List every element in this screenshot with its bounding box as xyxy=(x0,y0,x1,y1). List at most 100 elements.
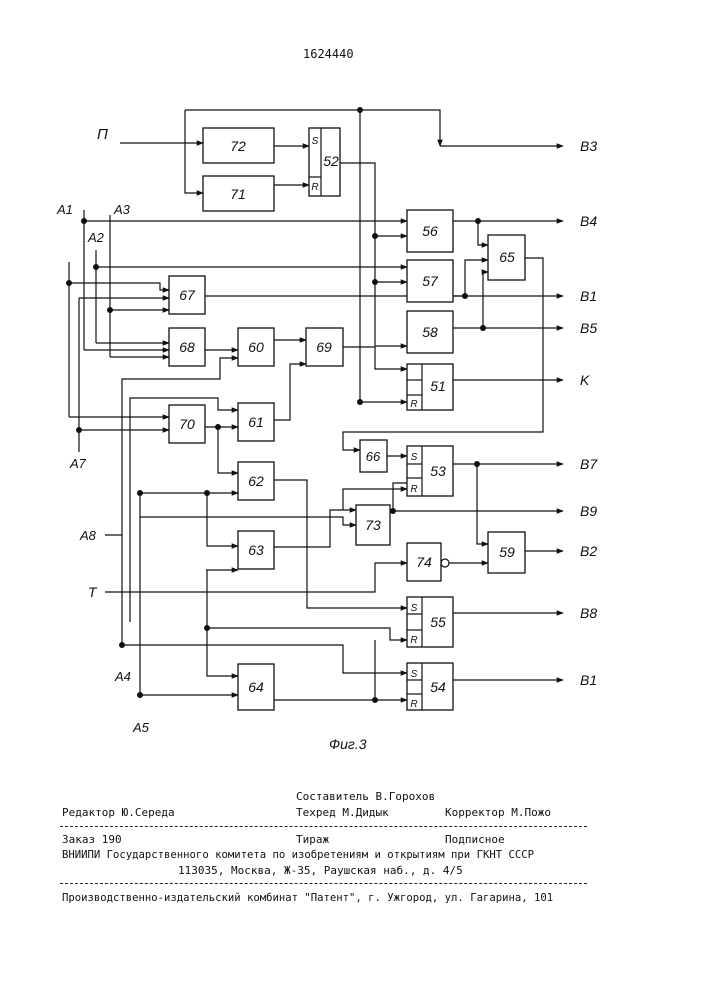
reset-mark: R xyxy=(410,699,417,710)
output-label-b1-bottom: B1 xyxy=(580,672,597,688)
composer-line: Составитель В.Горохов xyxy=(296,790,435,803)
input-label-t: T xyxy=(88,584,98,600)
junction-dot xyxy=(357,107,363,113)
block-71-label: 71 xyxy=(230,186,246,202)
block-57-label: 57 xyxy=(422,273,439,289)
block-55-label: 55 xyxy=(430,614,446,630)
order-line: Заказ 190 xyxy=(62,833,122,846)
techred-line: Техред М.Дидык xyxy=(296,806,389,819)
wires xyxy=(69,110,563,700)
input-label-a7: A7 xyxy=(69,456,87,471)
output-label-k: K xyxy=(580,372,590,388)
junction-dot xyxy=(93,264,99,270)
reset-mark: R xyxy=(311,182,318,193)
block-59-label: 59 xyxy=(499,544,515,560)
block-58-label: 58 xyxy=(422,324,438,340)
set-mark: S xyxy=(312,136,319,147)
circuit-diagram: 72 71 S R 52 56 65 57 67 58 68 60 6 xyxy=(0,0,707,760)
set-mark: S xyxy=(411,603,418,614)
input-label-a8: A8 xyxy=(79,528,97,543)
input-label-a3: A3 xyxy=(113,202,131,217)
input-label-a4: A4 xyxy=(114,669,131,684)
junction-dot xyxy=(107,307,113,313)
output-label-b8: B8 xyxy=(580,605,597,621)
output-label-b1-top: B1 xyxy=(580,288,597,304)
wire xyxy=(340,163,375,346)
wire xyxy=(185,110,203,193)
input-label-a2: A2 xyxy=(87,230,105,245)
block-60-label: 60 xyxy=(248,339,264,355)
block-72-label: 72 xyxy=(230,138,246,154)
wire xyxy=(140,517,356,525)
block-69-label: 69 xyxy=(316,339,332,355)
block-52-label: 52 xyxy=(323,153,339,169)
junction-dot xyxy=(372,233,378,239)
input-label-a1: A1 xyxy=(56,202,73,217)
junction-dot xyxy=(204,490,210,496)
block-66-label: 66 xyxy=(366,449,381,464)
wire xyxy=(483,272,488,328)
wire xyxy=(343,347,407,369)
wire xyxy=(477,464,488,544)
set-mark: S xyxy=(411,452,418,463)
output-label-b5: B5 xyxy=(580,320,597,336)
org-line: ВНИИПИ Государственного комитета по изоб… xyxy=(62,849,534,861)
junction-dot xyxy=(119,642,125,648)
address-line: 113035, Москва, Ж-35, Раушская наб., д. … xyxy=(178,864,463,877)
junction-dot xyxy=(474,461,480,467)
input-label-p: П xyxy=(97,126,108,143)
block-56-label: 56 xyxy=(422,223,438,239)
block-67-label: 67 xyxy=(179,287,196,303)
figure-caption: Фиг.3 xyxy=(329,736,367,752)
junction-dot xyxy=(81,218,87,224)
input-label-a5: A5 xyxy=(132,720,150,735)
circulation-line: Тираж xyxy=(296,833,329,846)
corrector-line: Корректор М.Пожо xyxy=(445,806,551,819)
block-73-label: 73 xyxy=(365,517,381,533)
block-61-label: 61 xyxy=(248,414,264,430)
reset-mark: R xyxy=(410,484,417,495)
block-62-label: 62 xyxy=(248,473,264,489)
output-label-b2: B2 xyxy=(580,543,597,559)
wire xyxy=(393,483,407,511)
publisher-line: Производственно-издательский комбинат "П… xyxy=(62,892,553,904)
junction-dot xyxy=(372,279,378,285)
block-68-label: 68 xyxy=(179,339,195,355)
output-label-b4: B4 xyxy=(580,213,597,229)
block-64-label: 64 xyxy=(248,679,264,695)
junction-dot xyxy=(204,625,210,631)
junction-dot xyxy=(137,692,143,698)
junction-dot xyxy=(137,490,143,496)
reset-mark: R xyxy=(410,399,417,410)
junction-dot xyxy=(215,424,221,430)
wire xyxy=(274,364,306,420)
output-label-b3: B3 xyxy=(580,138,597,154)
wire xyxy=(274,510,356,547)
output-labels: B3 B4 B1 B5 K B7 B9 B2 B8 B1 xyxy=(580,138,598,688)
editor-line: Редактор Ю.Середа xyxy=(62,806,175,819)
separator-line xyxy=(60,883,587,884)
blocks: 72 71 S R 52 56 65 57 67 58 68 60 6 xyxy=(169,128,525,710)
wire xyxy=(218,427,238,473)
block-53-label: 53 xyxy=(430,463,446,479)
junction-dot xyxy=(480,325,486,331)
wire xyxy=(207,628,407,640)
wire xyxy=(207,493,238,546)
block-70-label: 70 xyxy=(179,416,195,432)
block-54-label: 54 xyxy=(430,679,446,695)
set-mark: S xyxy=(411,669,418,680)
subscription-line: Подписное xyxy=(445,833,505,846)
separator-line xyxy=(60,826,587,827)
wire xyxy=(207,570,238,676)
junction-dot xyxy=(372,697,378,703)
junction-dot xyxy=(475,218,481,224)
block-63-label: 63 xyxy=(248,542,264,558)
output-label-b9: B9 xyxy=(580,503,597,519)
junction-dot xyxy=(76,427,82,433)
block-51-label: 51 xyxy=(430,378,446,394)
junction-dot xyxy=(390,508,396,514)
junction-dot xyxy=(66,280,72,286)
block-74-label: 74 xyxy=(416,554,432,570)
output-label-b7: B7 xyxy=(580,456,598,472)
